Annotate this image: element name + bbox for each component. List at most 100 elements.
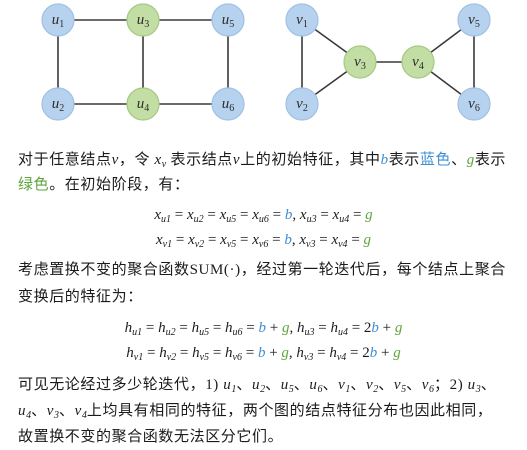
math-subscript: 6 xyxy=(317,384,323,395)
math-variable: x xyxy=(331,232,339,248)
math-variable: v xyxy=(366,377,374,393)
node-label-subscript: 2 xyxy=(59,103,64,114)
math-operator: SUM(·) xyxy=(189,262,241,278)
math-subscript: u1 xyxy=(161,214,171,225)
node-label-subscript: 4 xyxy=(144,103,149,114)
node-circle xyxy=(126,87,160,121)
node-label-variable: u xyxy=(137,12,145,28)
math-operator: 2) xyxy=(449,377,468,393)
text-run: 上的初始特征，其中 xyxy=(240,152,381,168)
math-variable: v xyxy=(421,377,430,393)
math-operator: = xyxy=(314,320,331,336)
math-variable: x xyxy=(155,232,163,248)
node-u5: u5 xyxy=(211,3,245,37)
paragraph-2-line-1: 考虑置换不变的聚合函数SUM(·)，经过第一轮迭代后，每个结点上聚合 xyxy=(18,260,527,280)
math-subscript: v1 xyxy=(162,239,173,250)
math-operator: , xyxy=(292,207,300,223)
math-variable-blue: b xyxy=(258,320,267,336)
math-variable: h xyxy=(191,320,200,336)
node-label-subscript: 6 xyxy=(229,103,234,114)
node-u6: u6 xyxy=(211,87,245,121)
math-operator: = xyxy=(268,232,285,248)
text-run: 、 xyxy=(31,403,47,419)
paragraph-1-line-2: 绿色。在初始阶段，有： xyxy=(18,175,527,195)
math-variable: u xyxy=(467,377,476,393)
node-label-subscript: 3 xyxy=(144,19,149,30)
node-label-subscript: 5 xyxy=(229,19,234,30)
text-run: ，经过第一轮迭代后，每个结点上聚合 xyxy=(240,262,506,278)
math-variable-green: g xyxy=(363,232,372,248)
node-label-subscript: 1 xyxy=(303,19,308,30)
math-subscript: v6 xyxy=(258,239,269,250)
math-operator: = xyxy=(204,232,221,248)
math-variable: x xyxy=(186,207,194,223)
math-subscript: u2 xyxy=(165,327,176,338)
math-variable: h xyxy=(192,345,200,361)
math-operator: = 2 xyxy=(346,345,370,361)
node-label: u1 xyxy=(52,12,65,30)
paragraph-2-line-2: 变换后的特征为： xyxy=(18,287,527,307)
node-label-variable: u xyxy=(137,96,145,112)
math-variable: x xyxy=(252,207,259,223)
math-variable-blue: b xyxy=(380,152,389,168)
math-operator: + xyxy=(378,320,395,336)
math-variable: h xyxy=(159,345,167,361)
node-label-variable: u xyxy=(52,12,60,28)
math-subscript: u6 xyxy=(232,327,243,338)
math-variable: u xyxy=(309,377,318,393)
text-run: 、 xyxy=(350,377,366,393)
node-circle xyxy=(457,87,491,121)
math-variable: h xyxy=(329,345,337,361)
math-variable: x xyxy=(299,207,307,223)
node-label: v4 xyxy=(412,54,424,72)
math-variable-blue: b xyxy=(284,207,293,223)
math-variable: x xyxy=(219,207,227,223)
paragraph-1-line-1: 对于任意结点v，令 xv 表示结点v上的初始特征，其中b表示蓝色、g表示 xyxy=(18,150,527,170)
math-operator: = xyxy=(203,207,220,223)
math-variable-green: g xyxy=(393,345,401,361)
node-v5: v5 xyxy=(457,3,491,37)
math-variable: x xyxy=(188,232,195,248)
node-circle xyxy=(41,87,75,121)
math-subscript: v xyxy=(161,159,167,170)
math-subscript: 6 xyxy=(429,384,435,395)
math-operator: = xyxy=(142,320,159,336)
math-subscript: 3 xyxy=(53,410,59,421)
node-circle xyxy=(211,3,245,37)
node-label-subscript: 4 xyxy=(419,61,424,72)
math-subscript: 1 xyxy=(345,384,351,395)
node-label-variable: u xyxy=(222,12,230,28)
math-subscript: 2 xyxy=(260,384,266,395)
math-variable: v xyxy=(232,152,241,168)
equation-aggregated-u: hu1 = hu2 = hu5 = hu6 = b + g, hu3 = hu4… xyxy=(0,318,527,338)
math-operator: = xyxy=(241,345,258,361)
node-label: u4 xyxy=(137,96,150,114)
math-subscript: v2 xyxy=(166,352,177,363)
math-operator: = xyxy=(172,232,189,248)
node-label-subscript: 3 xyxy=(361,61,366,72)
math-subscript: v3 xyxy=(306,239,316,250)
math-operator: = xyxy=(209,320,226,336)
node-circle xyxy=(285,3,319,37)
node-label: u5 xyxy=(222,12,235,30)
node-label: u6 xyxy=(222,96,235,114)
math-operator: , xyxy=(288,345,297,361)
math-subscript: 5 xyxy=(288,384,294,395)
math-variable: x xyxy=(154,152,162,168)
math-variable-blue: b xyxy=(369,345,378,361)
math-subscript: u2 xyxy=(193,214,204,225)
math-subscript: v4 xyxy=(336,352,347,363)
text-run: 、 xyxy=(378,377,394,393)
math-operator: = xyxy=(313,345,330,361)
text-run: 。在初始阶段，有： xyxy=(49,177,190,193)
paragraph-3-line-2: u4、v3、v4上均具有相同的特征，两个图的结点特征分布也因此相同， xyxy=(18,401,527,421)
node-label-variable: u xyxy=(52,96,60,112)
math-variable: h xyxy=(296,320,305,336)
math-variable: v xyxy=(74,403,82,419)
node-label-variable: v xyxy=(354,54,361,70)
text-run: 变换后的特征为： xyxy=(18,289,143,305)
math-operator: = 2 xyxy=(347,320,372,336)
math-variable: x xyxy=(299,232,307,248)
math-operator: + xyxy=(377,345,394,361)
